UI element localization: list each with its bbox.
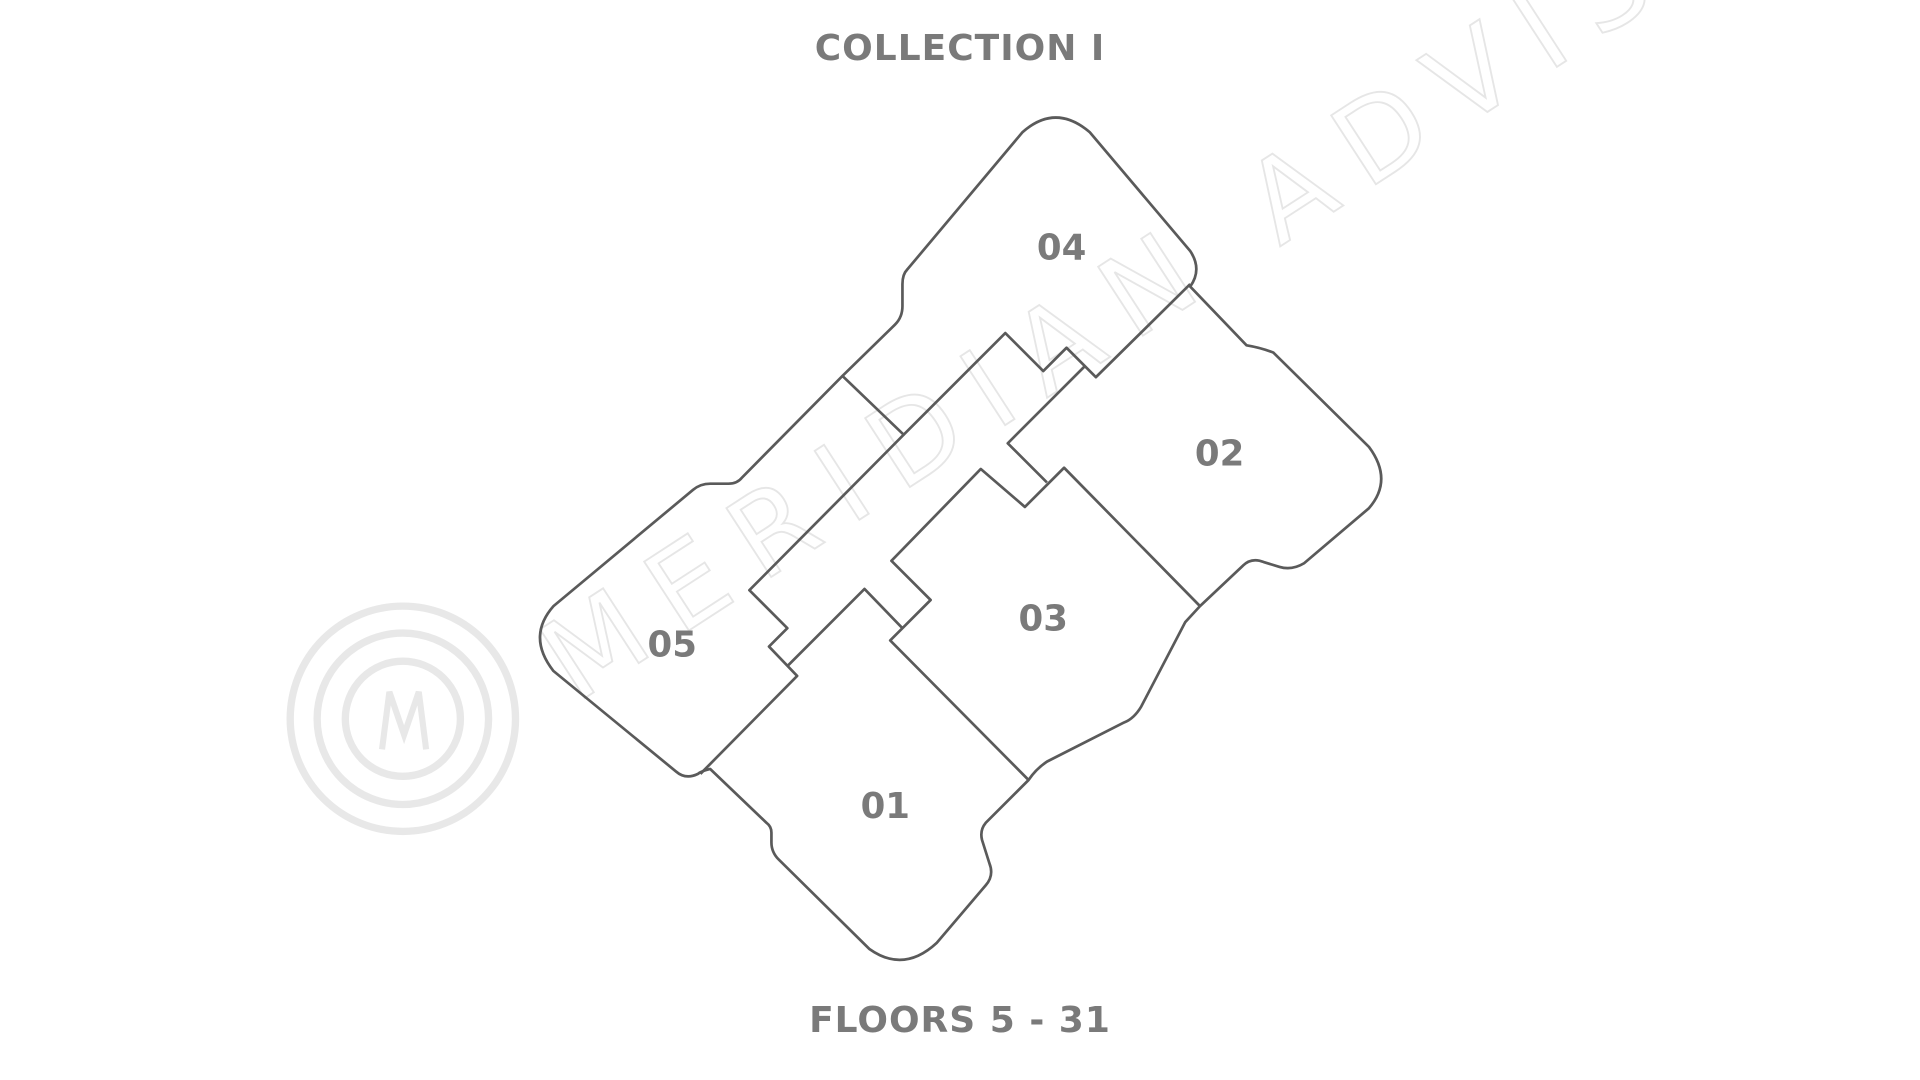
unit-03-label[interactable]: 03 (1019, 599, 1068, 640)
floors-label: FLOORS 5 - 31 (809, 1000, 1111, 1041)
unit-04-label[interactable]: 04 (1037, 228, 1086, 269)
watermark-logo (286, 602, 520, 836)
collection-title: COLLECTION I (814, 28, 1106, 69)
unit-03-boundary (888, 466, 1201, 781)
unit-02-boundary (1006, 365, 1086, 484)
unit-02-label[interactable]: 02 (1195, 433, 1244, 474)
building-outline (538, 116, 1383, 962)
watermark-text: MERIDIAN ADVISORS (518, 0, 1920, 727)
unit-01-label[interactable]: 01 (861, 786, 910, 827)
unit-05-boundary (699, 433, 905, 775)
unit-01-boundary (786, 587, 904, 668)
unit-05-label[interactable]: 05 (648, 624, 697, 665)
